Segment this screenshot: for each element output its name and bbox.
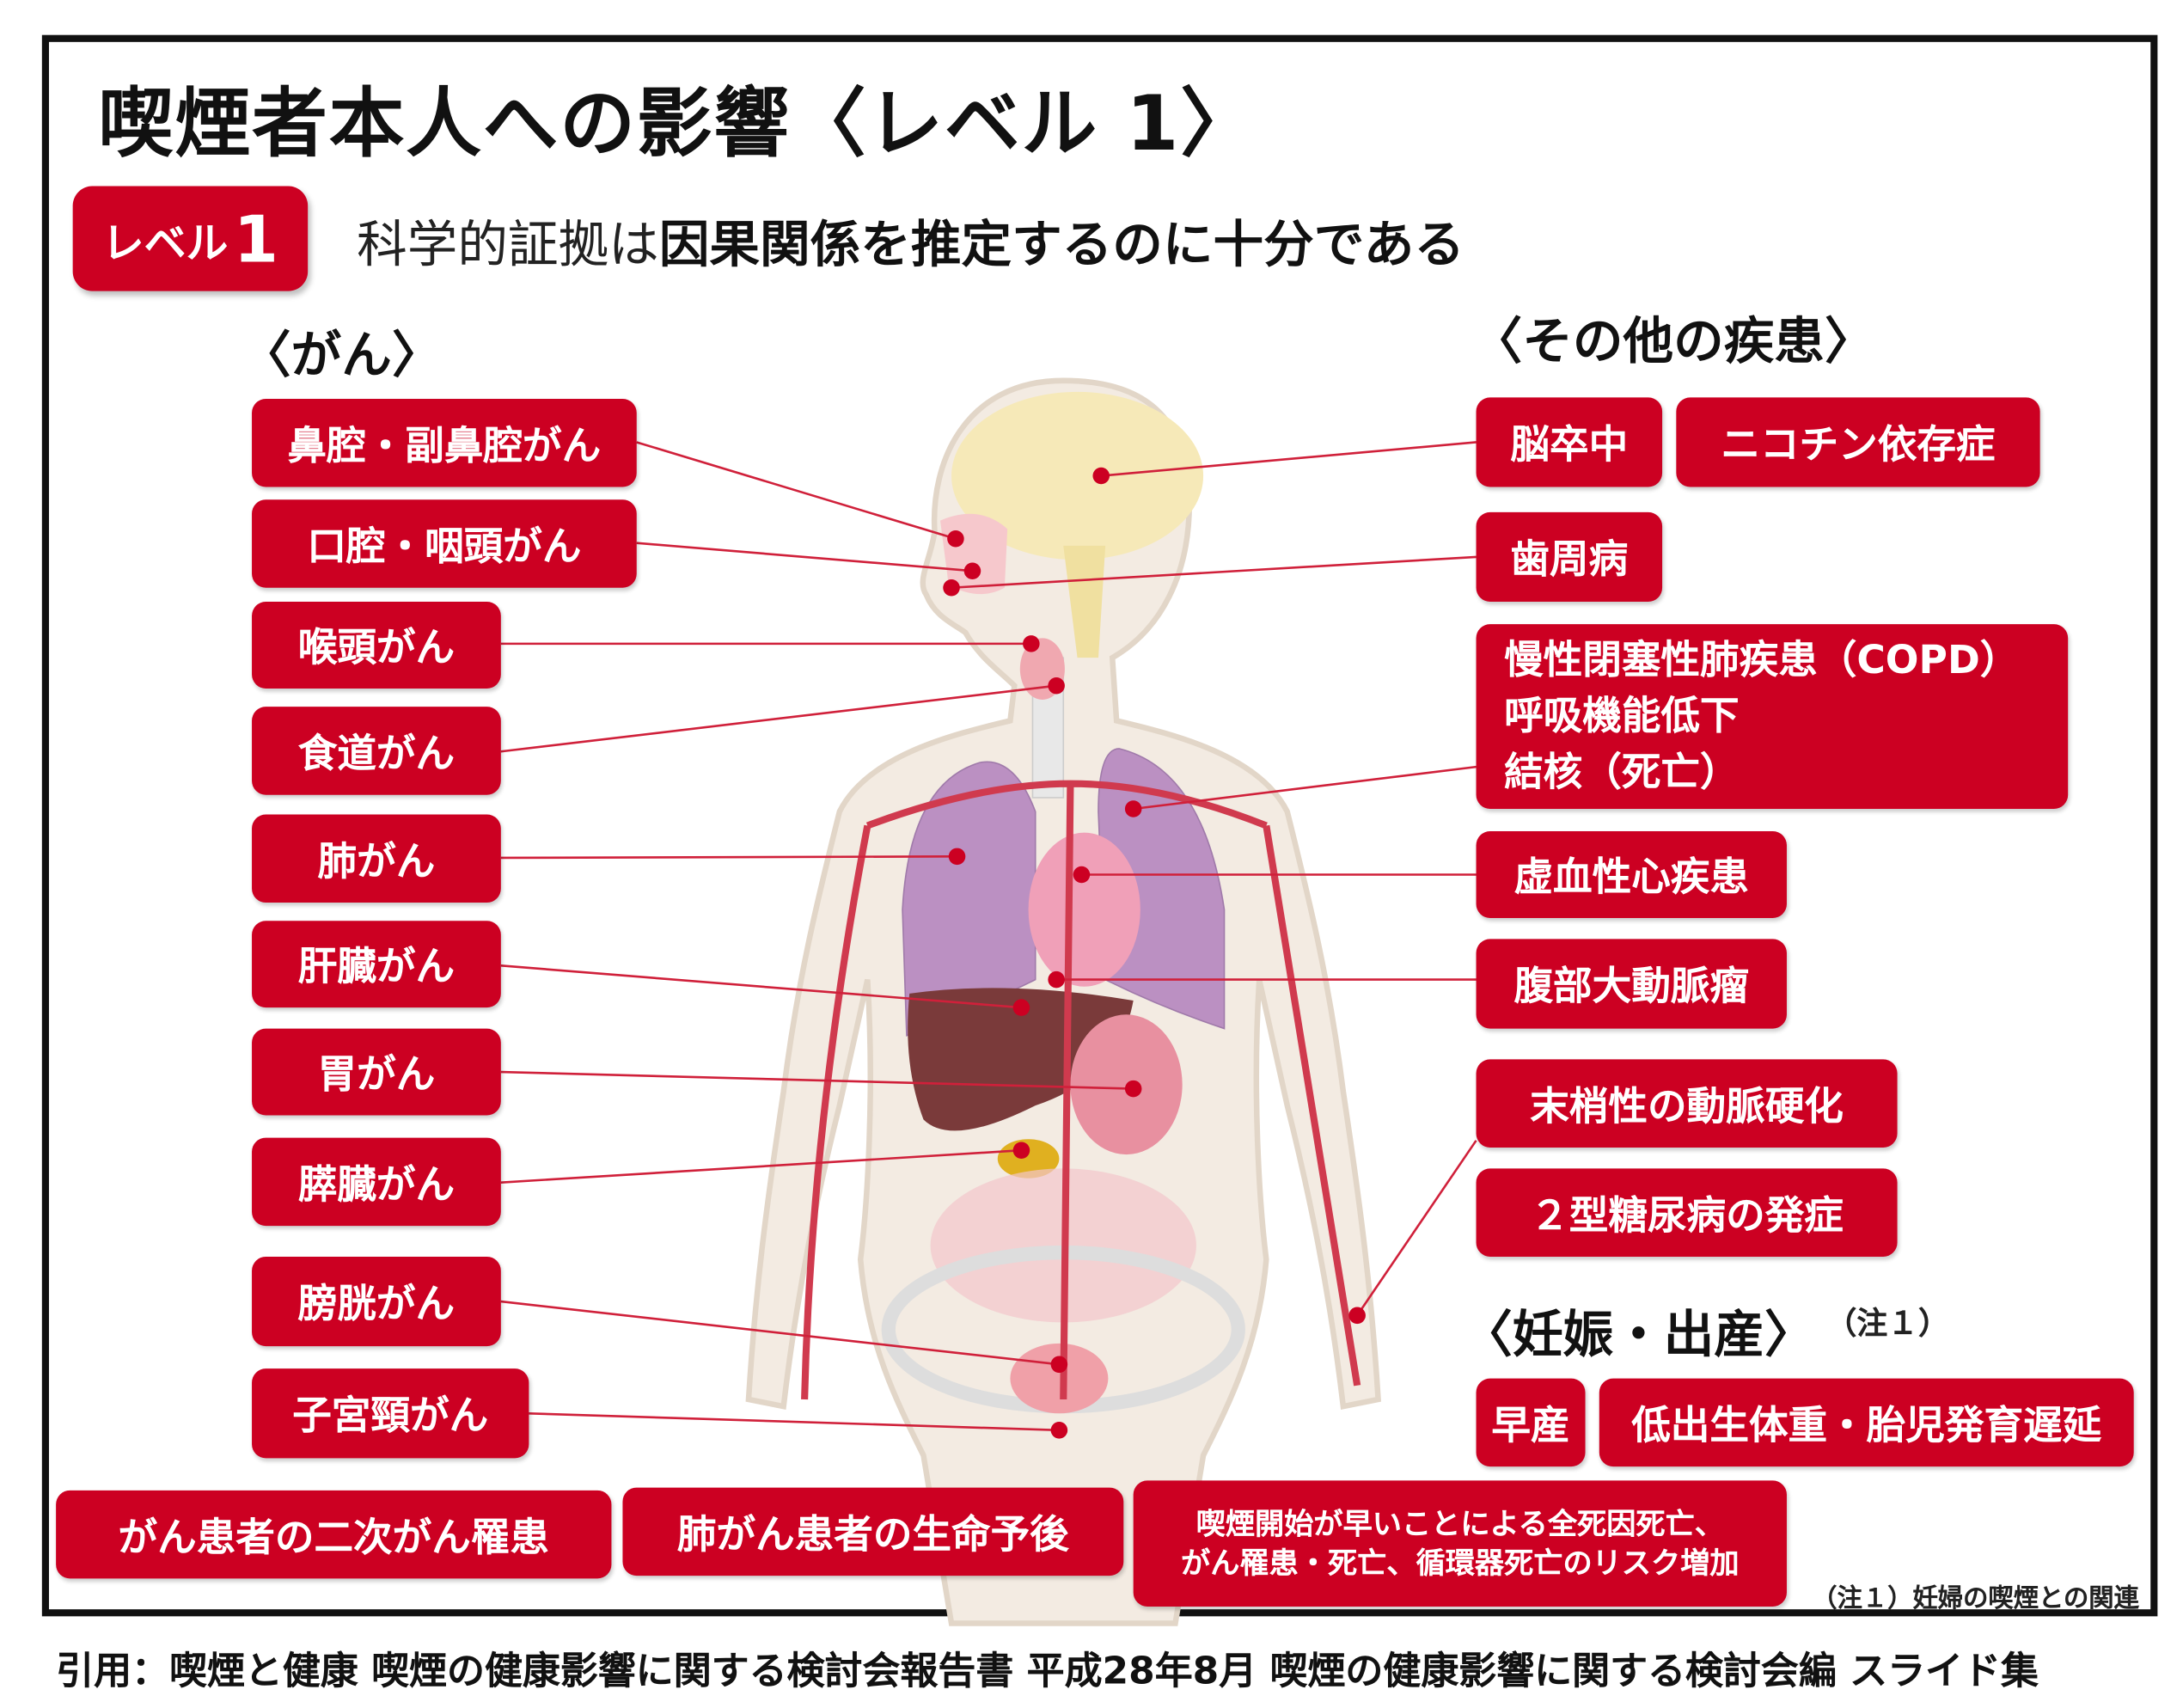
organ-marker-dot bbox=[1348, 1307, 1366, 1325]
connector-line bbox=[500, 1148, 1022, 1184]
cancer-larynx: 喉頭がん bbox=[252, 602, 501, 689]
connector-line bbox=[1101, 441, 1477, 477]
organ-marker-dot bbox=[1012, 1142, 1030, 1159]
organ-marker-dot bbox=[947, 530, 964, 548]
early-smoking-line: がん罹患・死亡、循環器死亡のリスク増加 bbox=[1181, 1546, 1740, 1581]
secondary-cancer-box: がん患者の二次がん罹患 bbox=[56, 1490, 612, 1579]
organ-marker-dot bbox=[1092, 467, 1110, 485]
cancer-cervix: 子宮頸がん bbox=[252, 1368, 529, 1459]
citation: 引用：喫煙と健康 喫煙の健康影響に関する検討会報告書 平成28年8月 喫煙の健康… bbox=[56, 1650, 2039, 1693]
preterm-birth-box: 早産 bbox=[1476, 1378, 1586, 1467]
organ-marker-dot bbox=[948, 848, 966, 866]
connector-line bbox=[500, 684, 1057, 753]
cancer-liver: 肝臓がん bbox=[252, 921, 501, 1008]
diabetes-box: ２型糖尿病の発症 bbox=[1476, 1168, 1898, 1257]
organ-marker-dot bbox=[1048, 970, 1065, 989]
low-birth-weight-box: 低出生体重・胎児発育遅延 bbox=[1599, 1378, 2134, 1467]
aorta bbox=[801, 780, 1361, 1400]
connector-line bbox=[1356, 1140, 1477, 1317]
liver bbox=[908, 988, 1134, 1131]
connector-line bbox=[500, 1070, 1134, 1090]
connector-line bbox=[1133, 765, 1477, 811]
subtitle-bold: 因果関係を推定するのに十分である bbox=[658, 217, 1465, 275]
organ-marker-dot bbox=[1012, 999, 1030, 1016]
cancer-esophagus: 食道がん bbox=[252, 707, 501, 795]
page-title: 喫煙者本人への影響〈レベル 1〉 bbox=[97, 79, 1257, 168]
copd-line: 慢性閉塞性肺疾患（COPD） bbox=[1504, 636, 2020, 683]
peripheral-arteriosclerosis-box: 末梢性の動脈硬化 bbox=[1476, 1059, 1898, 1148]
ischemic-heart-box: 虚血性心疾患 bbox=[1476, 831, 1787, 918]
organ-marker-dot bbox=[1124, 800, 1142, 817]
organ-marker-dot bbox=[1073, 866, 1091, 884]
other-diseases-header: 〈その他の疾患〉 bbox=[1471, 313, 1875, 371]
lung-cancer-prognosis-box: 肺がん患者の生命予後 bbox=[622, 1487, 1124, 1576]
bladder bbox=[1010, 1343, 1109, 1414]
organ-marker-dot bbox=[963, 562, 981, 579]
organ-marker-dot bbox=[1048, 676, 1065, 695]
nicotine-dependence-box: ニコチン依存症 bbox=[1676, 397, 2040, 487]
cancer-header: 〈がん〉 bbox=[241, 327, 443, 385]
footnote: （注１）妊婦の喫煙との関連 bbox=[1812, 1583, 2139, 1614]
cancer-pancreas: 膵臓がん bbox=[252, 1137, 501, 1227]
connector-line bbox=[500, 855, 957, 860]
cancer-lung: 肺がん bbox=[252, 814, 501, 903]
subtitle-plain: 科学的証拠は bbox=[357, 217, 659, 275]
stroke-box: 脳卒中 bbox=[1476, 397, 1663, 487]
organ-marker-dot bbox=[1023, 635, 1040, 652]
early-smoking-risk-box: 喫煙開始が早いことによる全死因死亡、 がん罹患・死亡、循環器死亡のリスク増加 bbox=[1133, 1480, 1787, 1607]
organ-marker-dot bbox=[1124, 1080, 1142, 1098]
level-badge-label: レベル bbox=[101, 218, 229, 268]
aortic-aneurysm-box: 腹部大動脈瘤 bbox=[1476, 939, 1787, 1029]
brainstem bbox=[1063, 545, 1106, 658]
cancer-oral: 口腔・咽頭がん bbox=[252, 499, 637, 588]
connector-line bbox=[951, 555, 1477, 590]
copd-box: 慢性閉塞性肺疾患（COPD） 呼吸機能低下 結核（死亡） bbox=[1476, 624, 2069, 809]
connector-line bbox=[636, 542, 973, 572]
connector-line bbox=[529, 1411, 1060, 1432]
brain bbox=[951, 391, 1204, 560]
pregnancy-note-ref: （注１） bbox=[1825, 1307, 1949, 1343]
copd-line: 結核（死亡） bbox=[1504, 748, 1740, 795]
connector-line bbox=[636, 441, 957, 541]
cancer-bladder: 膀胱がん bbox=[252, 1256, 501, 1347]
connector-line bbox=[500, 1300, 1060, 1366]
organ-marker-dot bbox=[1050, 1356, 1068, 1374]
cancer-nasal: 鼻腔・副鼻腔がん bbox=[252, 398, 637, 487]
heart bbox=[1028, 832, 1140, 987]
pancreas bbox=[997, 1139, 1060, 1178]
lung-right bbox=[1098, 748, 1226, 1030]
connector-line bbox=[500, 964, 1022, 1009]
organ-marker-dot bbox=[1050, 1422, 1068, 1439]
subtitle: 科学的証拠は因果関係を推定するのに十分である bbox=[357, 205, 1465, 278]
copd-line: 呼吸機能低下 bbox=[1504, 692, 1740, 739]
early-smoking-line: 喫煙開始が早いことによる全死因死亡、 bbox=[1195, 1507, 1725, 1541]
level-badge-number: 1 bbox=[233, 200, 278, 277]
pregnancy-header: 〈妊娠・出産〉 bbox=[1462, 1307, 1815, 1365]
organ-marker-dot bbox=[943, 579, 960, 597]
periodontal-box: 歯周病 bbox=[1476, 511, 1663, 603]
cancer-stomach: 胃がん bbox=[252, 1028, 501, 1116]
